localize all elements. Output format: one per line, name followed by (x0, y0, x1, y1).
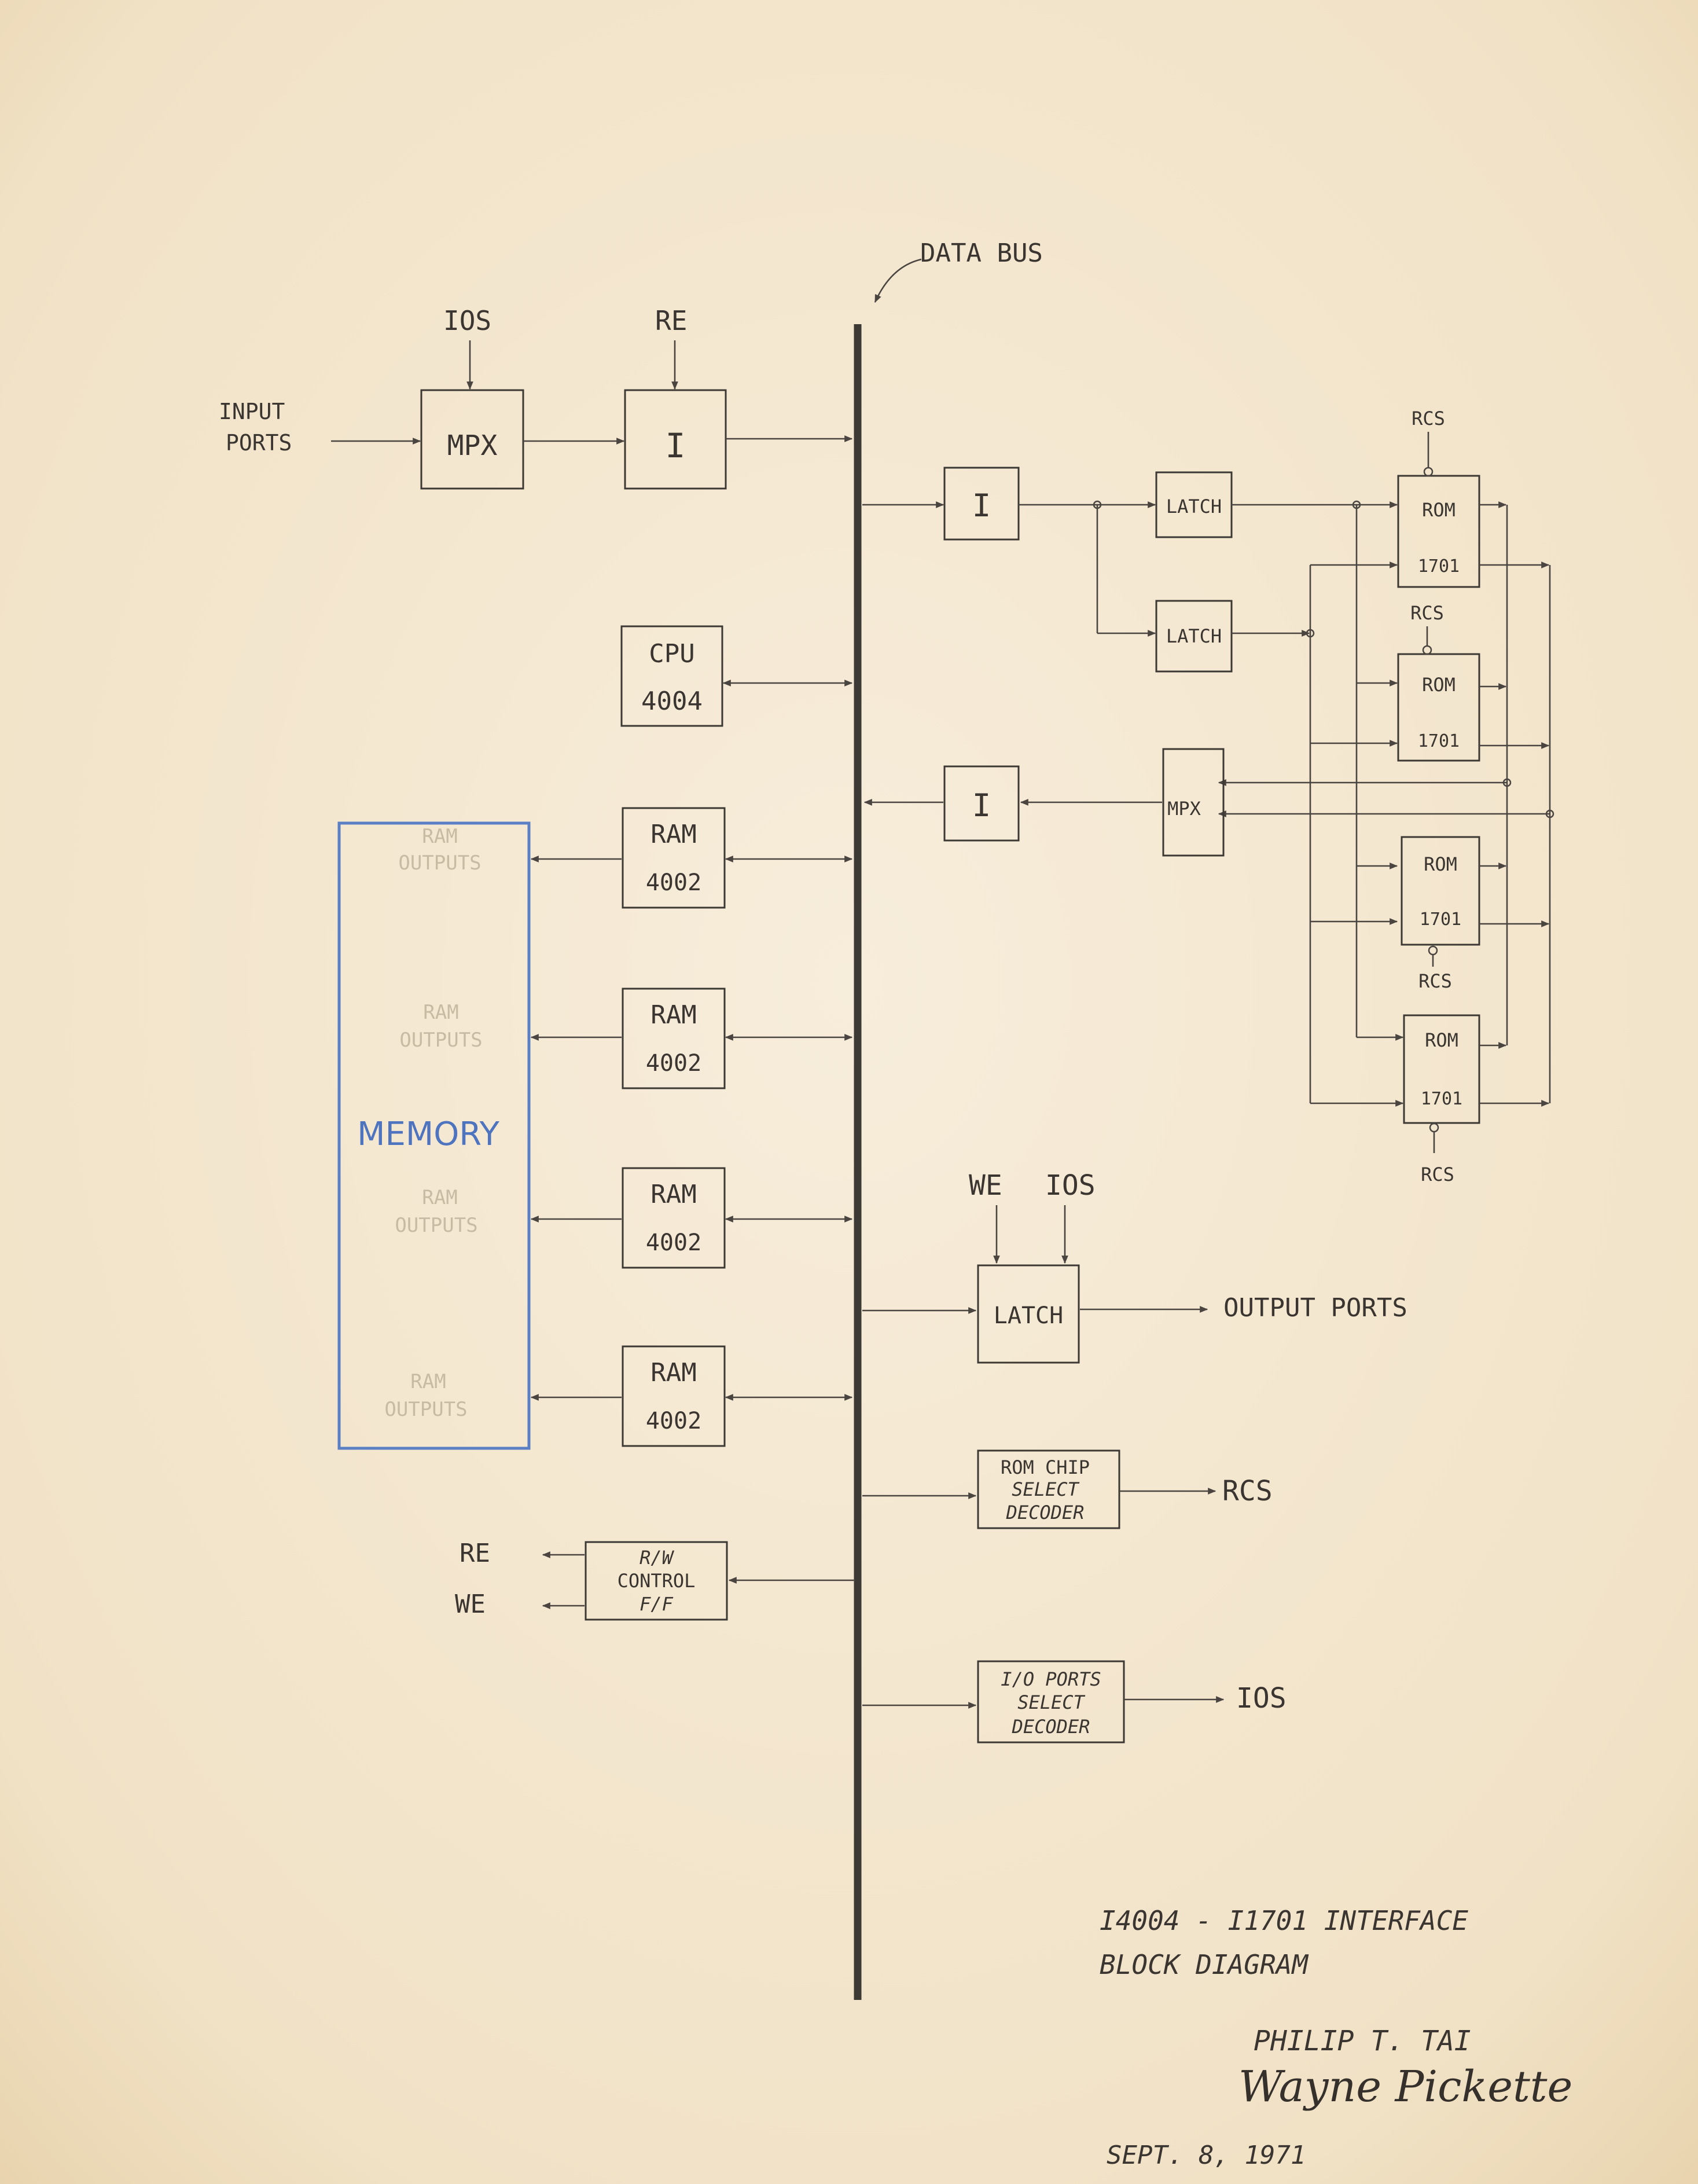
rom-3-label-2: 1701 (1420, 909, 1461, 930)
latch-2-label: LATCH (1166, 625, 1222, 647)
io-decoder-ios-label: IOS (1236, 1682, 1287, 1715)
rom-2-rcs-bubble (1422, 645, 1432, 655)
ram-3-label-1: RAM (650, 1180, 696, 1209)
author-signature: Wayne Pickette (1238, 2062, 1572, 2112)
input-mpx-box (420, 389, 524, 490)
output-latch-box (977, 1264, 1080, 1364)
title-line-1: I4004 - I1701 INTERFACE (1100, 1905, 1468, 1936)
rom-decoder-rcs-label: RCS (1222, 1475, 1273, 1507)
ram-3-label-2: 4002 (646, 1229, 701, 1256)
rom-in-buffer-box (943, 765, 1020, 842)
input-buffer-label: I (666, 426, 686, 465)
faint-ram-label-4: RAM (410, 1370, 446, 1393)
rw-control-box (585, 1541, 728, 1621)
faint-outputs-label-1: OUTPUTS (398, 851, 481, 875)
rom-in-buffer-label: I (972, 787, 991, 824)
memory-label: MEMORY (357, 1115, 499, 1153)
rw-label-1: R/W (639, 1547, 675, 1569)
data-bus-pointer (874, 258, 922, 303)
ram-box-1 (622, 807, 726, 909)
rom-1-label-2: 1701 (1418, 556, 1460, 577)
io-decoder-label-3: DECODER (1012, 1716, 1090, 1738)
rom-4-rcs-label: RCS (1421, 1163, 1454, 1185)
ram-box-2 (622, 988, 726, 1089)
rom-3-label-1: ROM (1424, 853, 1457, 875)
ram-2-label-1: RAM (650, 1000, 696, 1030)
rom-decoder-label-1: ROM CHIP (1001, 1456, 1090, 1478)
rom-2-label-2: 1701 (1418, 731, 1460, 751)
input-ios-label: IOS (443, 305, 491, 336)
rw-re-label: RE (460, 1539, 490, 1568)
output-latch-label: LATCH (994, 1302, 1063, 1329)
rom-decoder-label-2: SELECT (1012, 1478, 1079, 1500)
rom-4-box (1403, 1014, 1480, 1124)
output-ports-label: OUTPUT PORTS (1223, 1293, 1407, 1323)
rw-label-2: CONTROL (618, 1570, 696, 1592)
faint-ram-label-3: RAM (422, 1186, 457, 1209)
rom-decoder-label-3: DECODER (1006, 1502, 1085, 1524)
output-we-label: WE (969, 1169, 1002, 1202)
ram-box-3 (622, 1167, 726, 1269)
rom-3-rcs-label: RCS (1418, 970, 1452, 992)
ram-1-label-2: 4002 (646, 869, 701, 896)
rom-2-label-1: ROM (1422, 674, 1456, 696)
ram-2-label-2: 4002 (646, 1050, 701, 1077)
memory-block (337, 821, 531, 1450)
rom-out-buffer-label: I (972, 487, 991, 524)
ram-4-label-2: 4002 (646, 1408, 701, 1434)
ram-box-4 (622, 1345, 726, 1447)
rom-mpx-box (1162, 748, 1225, 857)
latch-1-label: LATCH (1166, 495, 1222, 517)
io-decoder-box (977, 1660, 1125, 1743)
faint-outputs-label-4: OUTPUTS (384, 1398, 467, 1421)
cpu-label-1: CPU (649, 639, 694, 669)
latch-2-box (1155, 600, 1233, 673)
faint-ram-label-1: RAM (422, 825, 457, 848)
input-mpx-label: MPX (447, 430, 498, 462)
rom-decoder-box (977, 1449, 1120, 1529)
rom-2-box (1397, 653, 1480, 762)
rom-1-label-1: ROM (1422, 499, 1456, 521)
faint-ram-label-2: RAM (423, 1001, 458, 1024)
rom-1-box (1397, 475, 1480, 588)
faint-outputs-label-3: OUTPUTS (395, 1214, 477, 1237)
data-bus-label: DATA BUS (920, 238, 1043, 268)
rom-1-rcs-bubble (1423, 467, 1434, 477)
rom-mpx-label: MPX (1167, 798, 1201, 820)
output-ios-label: IOS (1045, 1169, 1096, 1202)
cpu-box (620, 625, 723, 727)
rom-1-rcs-label: RCS (1412, 408, 1445, 430)
rom-out-buffer-box (943, 467, 1020, 541)
rom-2-rcs-label: RCS (1410, 602, 1444, 624)
rw-we-label: WE (455, 1590, 486, 1619)
title-line-2: BLOCK DIAGRAM (1100, 1949, 1309, 1980)
rom-4-label-2: 1701 (1421, 1089, 1462, 1109)
faint-outputs-label-2: OUTPUTS (399, 1029, 482, 1052)
ram-4-label-1: RAM (650, 1358, 696, 1388)
input-ports-label-1: INPUT (219, 399, 285, 424)
ram-1-label-1: RAM (650, 820, 696, 849)
rw-label-3: F/F (639, 1593, 674, 1615)
rom-4-label-1: ROM (1425, 1029, 1458, 1051)
io-decoder-label-2: SELECT (1017, 1691, 1085, 1713)
author-date: SEPT. 8, 1971 (1107, 2141, 1306, 2170)
author-name: PHILIP T. TAI (1254, 2025, 1471, 2057)
io-decoder-label-1: I/O PORTS (1001, 1668, 1101, 1690)
cpu-label-2: 4004 (641, 687, 703, 716)
rom-3-box (1401, 836, 1480, 946)
input-ports-label-2: PORTS (226, 430, 292, 456)
input-re-label: RE (655, 305, 687, 336)
